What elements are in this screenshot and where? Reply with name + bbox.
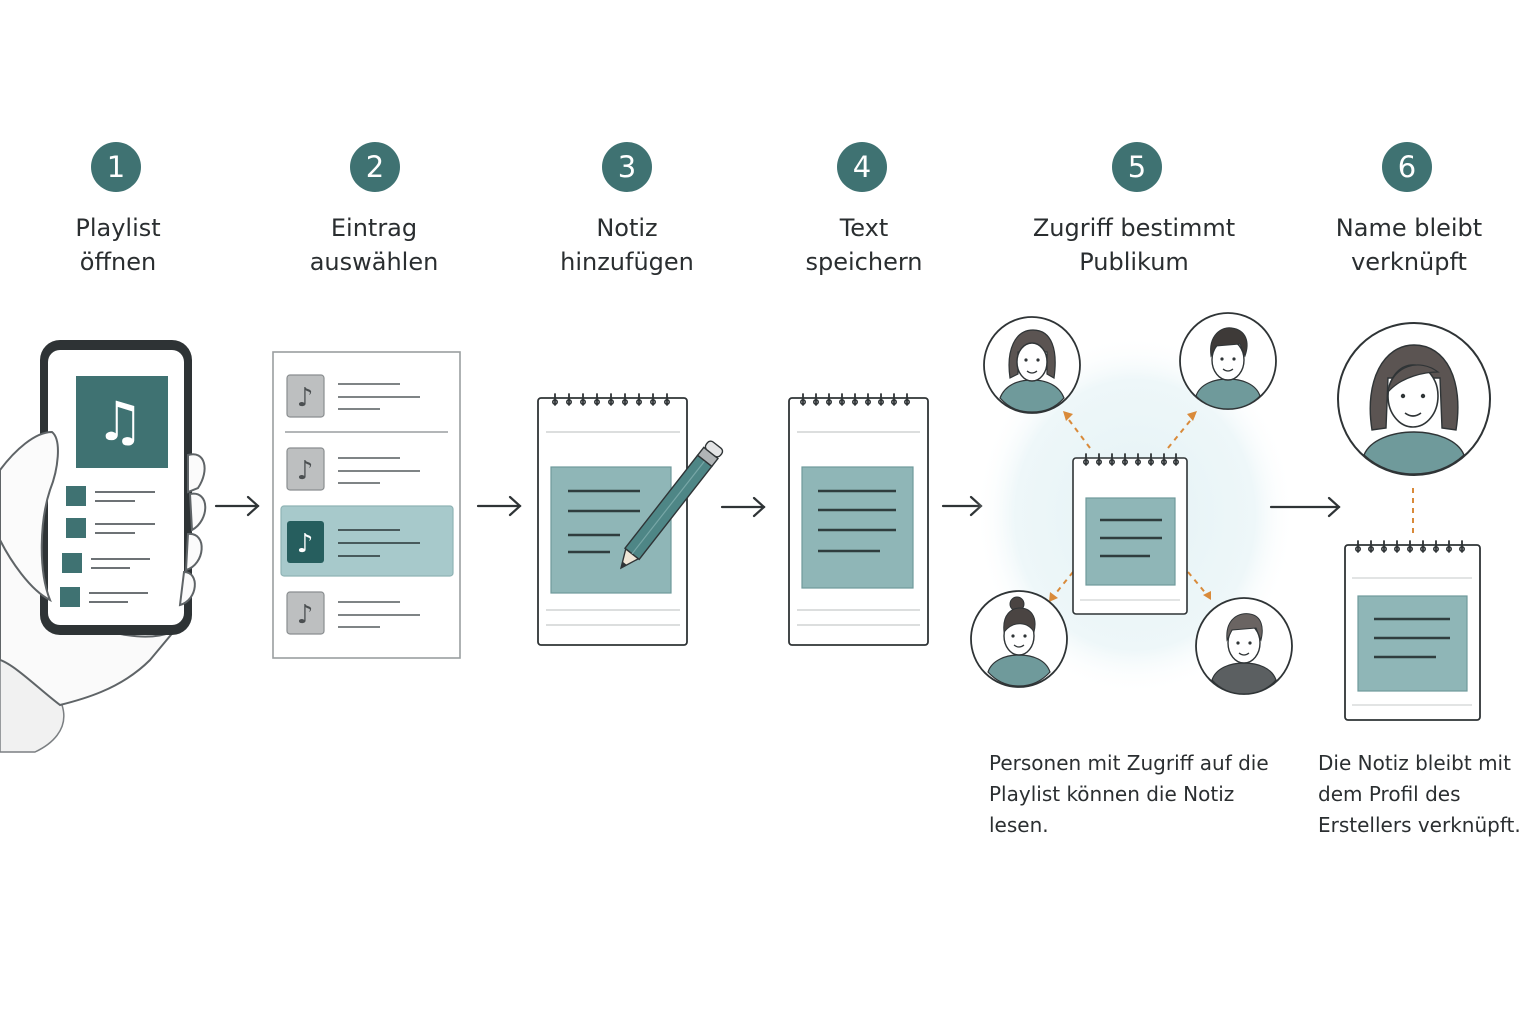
step-title-line: Publikum [1079,248,1189,276]
step-title-line: Eintrag [330,214,418,242]
arrow-right-icon [1269,496,1341,518]
step-badge-5: 5 [1112,142,1162,192]
step-title-line: verknüpft [1351,248,1467,276]
step-title-line: Playlist [75,214,161,242]
music-note-icon: ♪ [297,456,314,486]
arrow-right-icon [476,495,522,517]
step-title-line: Zugriff bestimmt [1032,214,1236,242]
caption-line: lesen. [989,813,1049,837]
step-title-2: Eintrag auswählen [244,211,504,279]
step-title-line: hinzufügen [560,248,694,276]
notepad-with-pencil-icon [537,393,724,646]
step-title-6: Name bleibt verknüpft [1279,211,1536,279]
shared-notepad-icon [970,312,1295,695]
caption-access: Personen mit Zugriff auf die Playlist kö… [989,748,1269,841]
caption-line: dem Profil des [1318,782,1461,806]
person-avatar-icon [1179,312,1277,410]
step-badge-3: 3 [602,142,652,192]
step-title-5: Zugriff bestimmt Publikum [1004,211,1264,279]
music-note-icon: ♪ [297,529,314,559]
step-title-1: Playlist öffnen [0,211,248,279]
track-list-icon: ♪ ♪ ♪ ♪ [272,351,461,659]
notepad-icon [788,393,929,646]
step-title-3: Notiz hinzufügen [497,211,757,279]
arrow-right-icon [214,495,260,517]
music-note-icon: ♫ [96,390,144,453]
caption-line: Personen mit Zugriff auf die [989,751,1269,775]
caption-line: Playlist können die Notiz [989,782,1235,806]
caption-creator: Die Notiz bleibt mit dem Profil des Erst… [1318,748,1521,841]
person-avatar-icon [1195,597,1293,695]
step-badge-6: 6 [1382,142,1432,192]
step-title-line: auswählen [309,248,439,276]
step-badge-4: 4 [837,142,887,192]
music-note-icon: ♪ [297,383,314,413]
caption-line: Die Notiz bleibt mit [1318,751,1511,775]
step-badge-2: 2 [350,142,400,192]
music-note-icon: ♪ [297,600,314,630]
step-title-line: Name bleibt [1335,214,1483,242]
step-title-line: Text [839,214,889,242]
person-avatar-icon [983,316,1081,414]
step-title-line: speichern [805,248,923,276]
step-title-line: Notiz [596,214,658,242]
step-title-4: Text speichern [734,211,994,279]
step-title-line: öffnen [79,248,157,276]
hand-holding-phone-icon: ♫ [0,340,207,753]
caption-line: Erstellers verknüpft. [1318,813,1521,837]
arrow-right-icon [720,496,766,518]
step-badge-1: 1 [91,142,141,192]
creator-note-icon [1337,322,1491,721]
person-avatar-icon [970,590,1068,688]
